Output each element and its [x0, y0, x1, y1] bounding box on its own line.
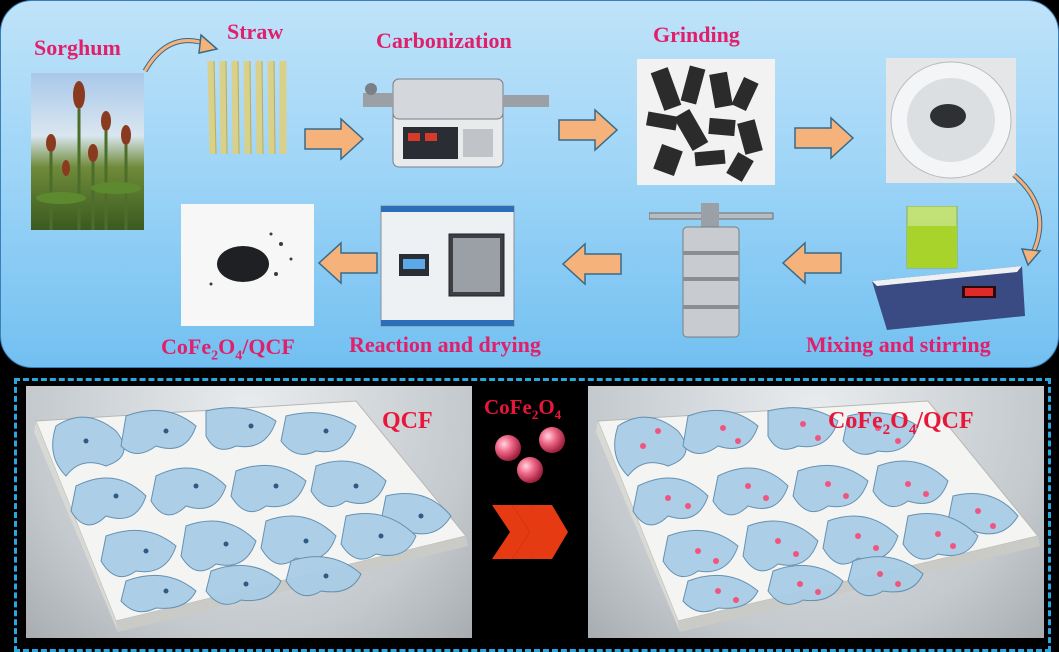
- label-nanoparticle: CoFe2O4: [484, 395, 562, 423]
- composite-panel: CoFe2O4/QCF: [588, 386, 1044, 638]
- label-sorghum: Sorghum: [34, 35, 121, 60]
- synthesis-process-panel: Sorghum Straw Carbonization Grinding Mix…: [0, 0, 1059, 368]
- label-composite: CoFe2O4/QCF: [828, 408, 974, 438]
- sorghum-photo: [31, 73, 144, 230]
- dashed-frame: [14, 378, 1051, 652]
- curved-arrow-mortar-to-mixing: [1012, 173, 1043, 267]
- product-powder-photo: [181, 204, 314, 326]
- label-straw: Straw: [227, 19, 284, 44]
- tube-furnace-photo: [363, 69, 551, 171]
- autoclave-photo: [649, 201, 774, 341]
- cofe2o4-nanoparticles: [495, 427, 565, 483]
- drying-oven-photo: [379, 204, 516, 329]
- arrow-mixing-to-autoclave: [781, 241, 842, 285]
- charcoal-pieces-photo: [637, 59, 775, 185]
- qcf-panel: QCF: [26, 386, 472, 638]
- label-grinding: Grinding: [653, 22, 740, 47]
- curved-arrow-sorghum-straw: [142, 33, 219, 73]
- label-product: CoFe2O4/QCF: [161, 334, 295, 364]
- chevron-arrows-icon: [492, 505, 568, 559]
- magnetic-stirrer-photo: [867, 206, 1027, 334]
- arrow-grinding-to-mortar: [794, 116, 855, 160]
- composite-carbon-sheets: [596, 400, 1040, 632]
- qcf-carbon-sheets: [34, 400, 468, 632]
- label-reaction-drying: Reaction and drying: [349, 332, 541, 357]
- arrow-carbonization-to-grinding: [558, 108, 619, 152]
- straw-photo: [201, 56, 294, 156]
- label-mixing-stirring: Mixing and stirring: [806, 332, 991, 357]
- arrow-straw-to-carbonization: [304, 117, 365, 161]
- arrow-autoclave-to-oven: [561, 242, 622, 286]
- label-qcf: QCF: [382, 408, 433, 434]
- mortar-powder-photo: [886, 58, 1016, 183]
- label-carbonization: Carbonization: [376, 28, 512, 53]
- arrow-oven-to-product: [317, 241, 378, 285]
